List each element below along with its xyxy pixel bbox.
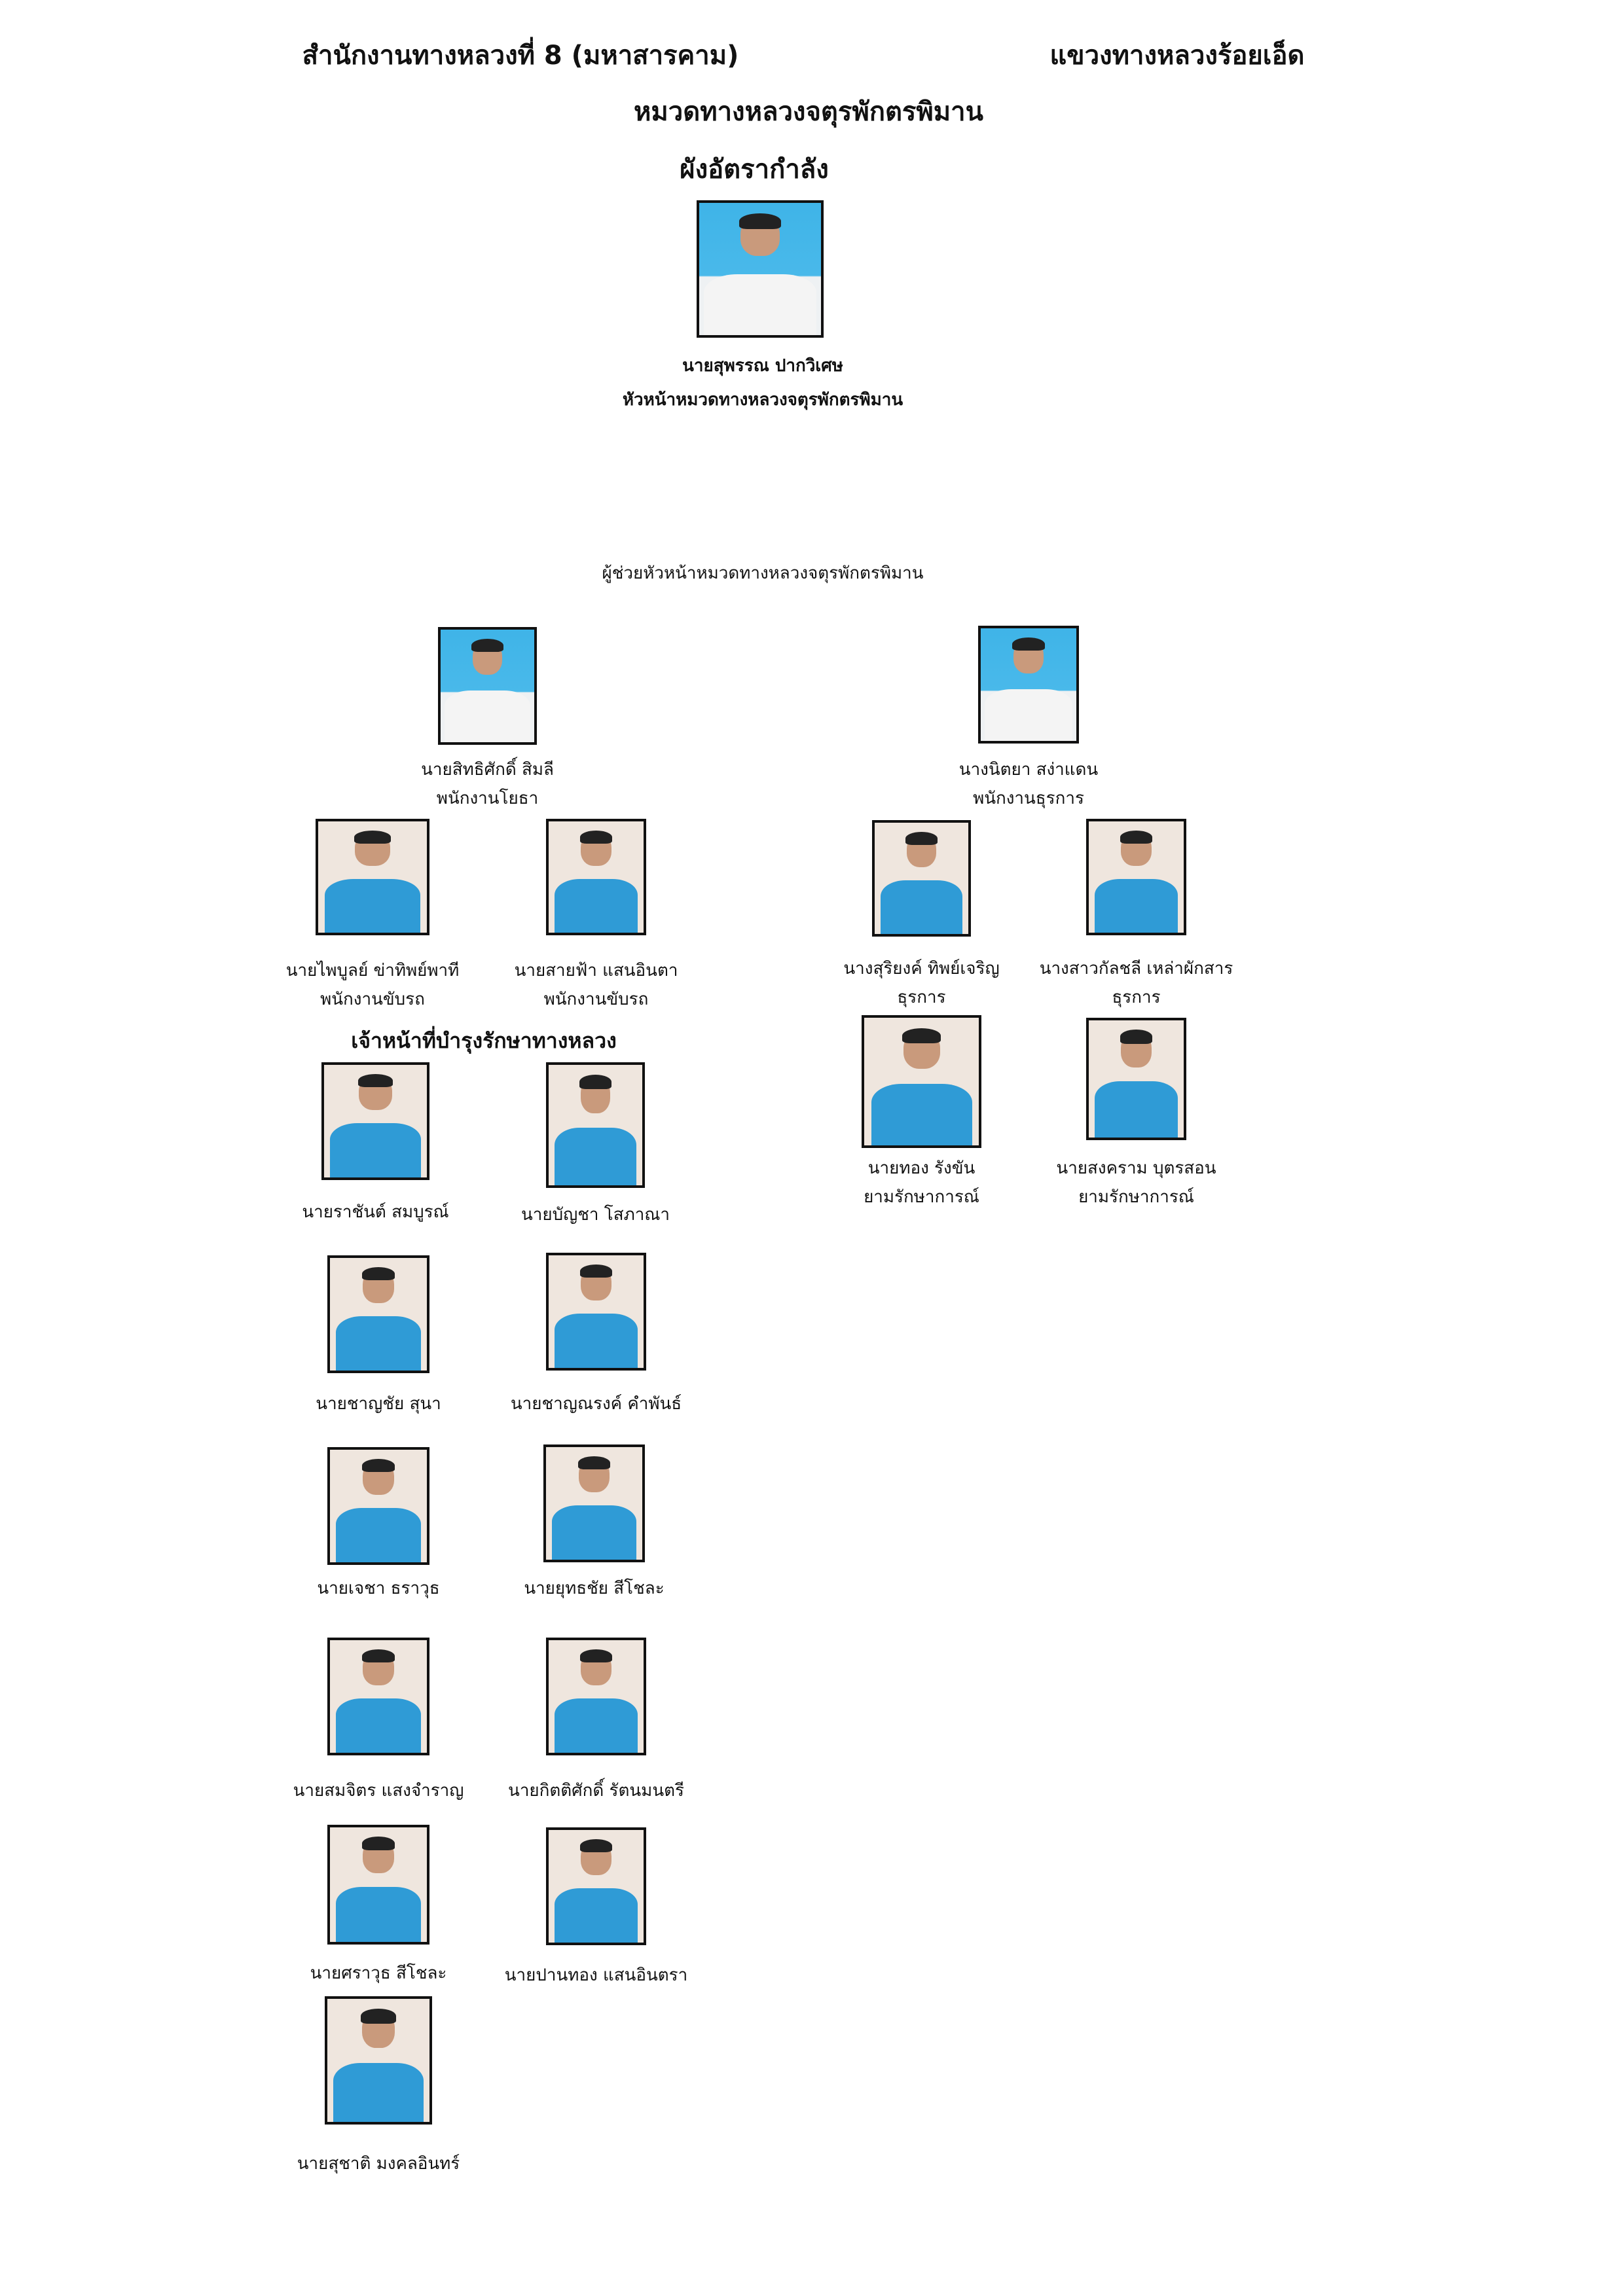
unit-title: หมวดทางหลวงจตุรพักตรพิมาน: [634, 97, 983, 127]
district-title: แขวงทางหลวงร้อยเอ็ด: [1049, 41, 1305, 71]
staff-name: นายไพบูลย์ ข่าทิพย์พาที: [285, 961, 460, 980]
staff-role: พนักงานขับรถ: [543, 990, 649, 1009]
staff-name: นายสมจิตร แสงจำราญ: [293, 1781, 464, 1801]
staff-photo: [872, 820, 971, 937]
staff-name: นายยุทธชัย สีโชละ: [524, 1579, 665, 1598]
chief-name: นายสุพรรณ ปากวิเศษ: [682, 356, 843, 376]
staff-name: นางสาวกัลชลี เหล่าผักสาร: [1039, 959, 1233, 978]
staff-name: นายชาญชัย สุนา: [316, 1394, 441, 1414]
staff-name: นายสายฟ้า แสนอินตา: [514, 961, 678, 980]
staff-name: นายทอง รังขัน: [867, 1158, 976, 1178]
staff-photo: [546, 819, 646, 935]
staff-photo: [546, 1638, 646, 1755]
staff-name: นายเจชา ธราวุธ: [317, 1579, 440, 1598]
staff-photo: [1086, 1018, 1186, 1140]
assistant-label: ผู้ช่วยหัวหน้าหมวดทางหลวงจตุรพักตรพิมาน: [602, 564, 924, 583]
staff-role: พนักงานโยธา: [436, 789, 539, 808]
staff-role: พนักงานธุรการ: [973, 789, 1084, 808]
staff-photo: [327, 1825, 429, 1945]
staff-photo: [327, 1255, 429, 1373]
staff-role: พนักงานขับรถ: [320, 990, 425, 1009]
staff-name: นายสิทธิศักดิ์ สิมลี: [421, 760, 554, 780]
staff-role: ยามรักษาการณ์: [864, 1187, 979, 1207]
staff-photo: [1086, 819, 1186, 935]
staff-photo: [316, 819, 429, 935]
staff-photo: [325, 1996, 432, 2125]
staff-photo: [862, 1015, 981, 1148]
staff-name: นายบัญชา โสภาณา: [520, 1205, 670, 1225]
staff-photo: [546, 1827, 646, 1945]
staff-name: นางสุริยงค์ ทิพย์เจริญ: [843, 959, 1000, 978]
staff-photo: [546, 1062, 645, 1188]
staff-photo: [546, 1253, 646, 1371]
staff-photo: [543, 1444, 645, 1562]
office-title: สำนักงานทางหลวงที่ 8 (มหาสารคาม): [302, 41, 739, 71]
staff-name: นายราชันต์ สมบูรณ์: [302, 1202, 449, 1222]
chief-photo: [697, 200, 824, 338]
staff-role: ธุรการ: [1112, 988, 1161, 1007]
staff-name: นายปานทอง แสนอินตรา: [504, 1965, 688, 1985]
staff-photo: [438, 627, 537, 745]
maintenance-heading: เจ้าหน้าที่บำรุงรักษาทางหลวง: [351, 1028, 617, 1053]
staff-photo: [327, 1638, 429, 1755]
staff-name: นางนิตยา สง่าแดน: [958, 760, 1099, 780]
staff-name: นายกิตติศักดิ์ รัตนมนตรี: [508, 1781, 684, 1801]
chief-role: หัวหน้าหมวดทางหลวงจตุรพักตรพิมาน: [622, 390, 903, 410]
staff-name: นายสงคราม บุตรสอน: [1056, 1158, 1216, 1178]
staff-name: นายศราวุธ สีโชละ: [310, 1964, 447, 1983]
staff-photo: [978, 626, 1079, 744]
staff-photo: [321, 1062, 429, 1180]
page-title: ผังอัตรากำลัง: [680, 154, 829, 185]
staff-photo: [327, 1447, 429, 1565]
staff-name: นายชาญณรงค์ คำพันธ์: [510, 1394, 682, 1414]
staff-role: ธุรการ: [897, 988, 946, 1007]
staff-role: ยามรักษาการณ์: [1078, 1187, 1194, 1207]
staff-name: นายสุชาติ มงคลอินทร์: [297, 2154, 460, 2174]
